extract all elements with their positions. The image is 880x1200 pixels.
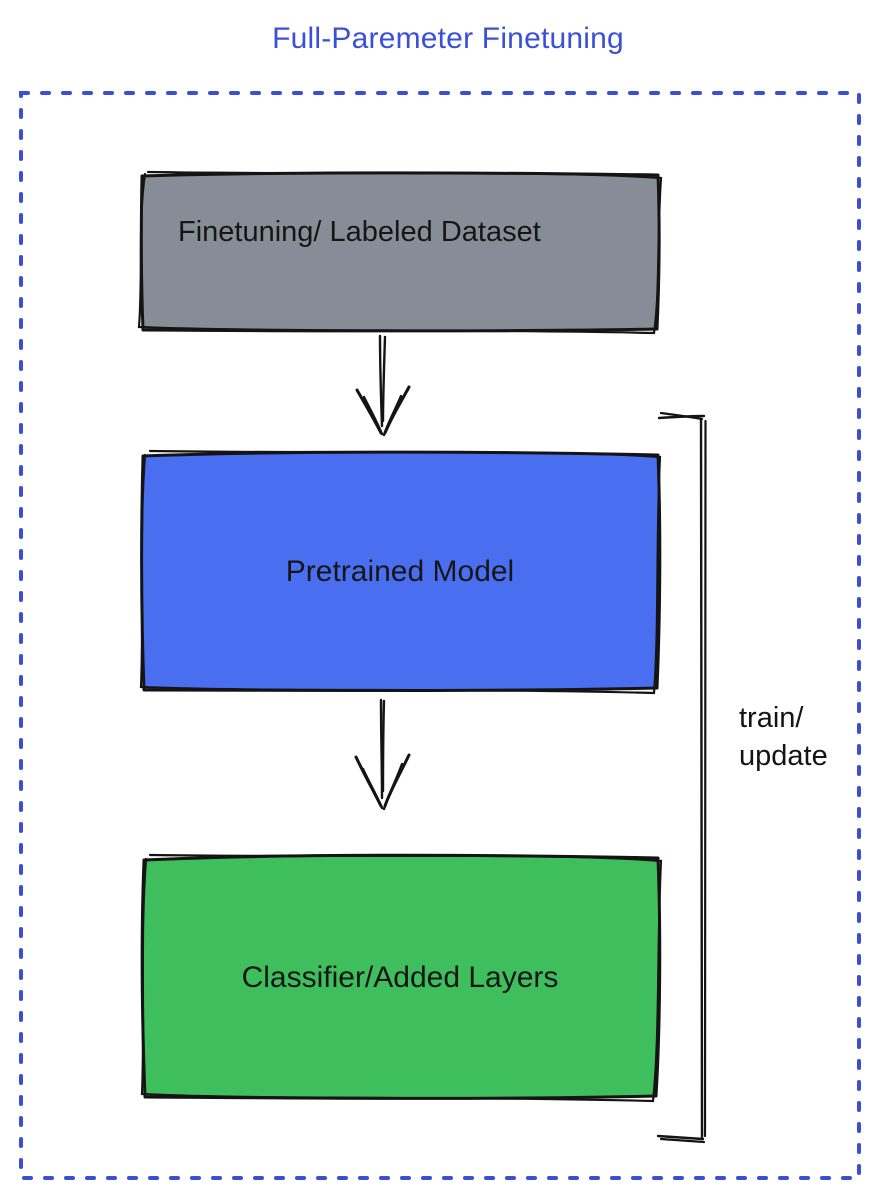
train-update-bracket bbox=[656, 411, 707, 1144]
dataset-box-label: Finetuning/ Labeled Dataset bbox=[178, 216, 541, 248]
train-update-label: train/ update bbox=[739, 699, 828, 775]
down-arrow-icon bbox=[355, 334, 411, 437]
diagram-title: Full-Paremeter Finetuning bbox=[272, 22, 624, 55]
down-arrow-icon bbox=[354, 698, 411, 811]
classifier-box-label: Classifier/Added Layers bbox=[241, 960, 559, 994]
dotted-boundary bbox=[19, 91, 861, 1180]
train-update-label-line1: train/ bbox=[739, 702, 804, 734]
classifier-box bbox=[140, 853, 663, 1103]
pretrained-box-label: Pretrained Model bbox=[285, 555, 515, 588]
pretrained-box bbox=[139, 449, 662, 695]
dataset-box bbox=[137, 170, 663, 335]
train-update-label-line2: update bbox=[739, 740, 828, 772]
